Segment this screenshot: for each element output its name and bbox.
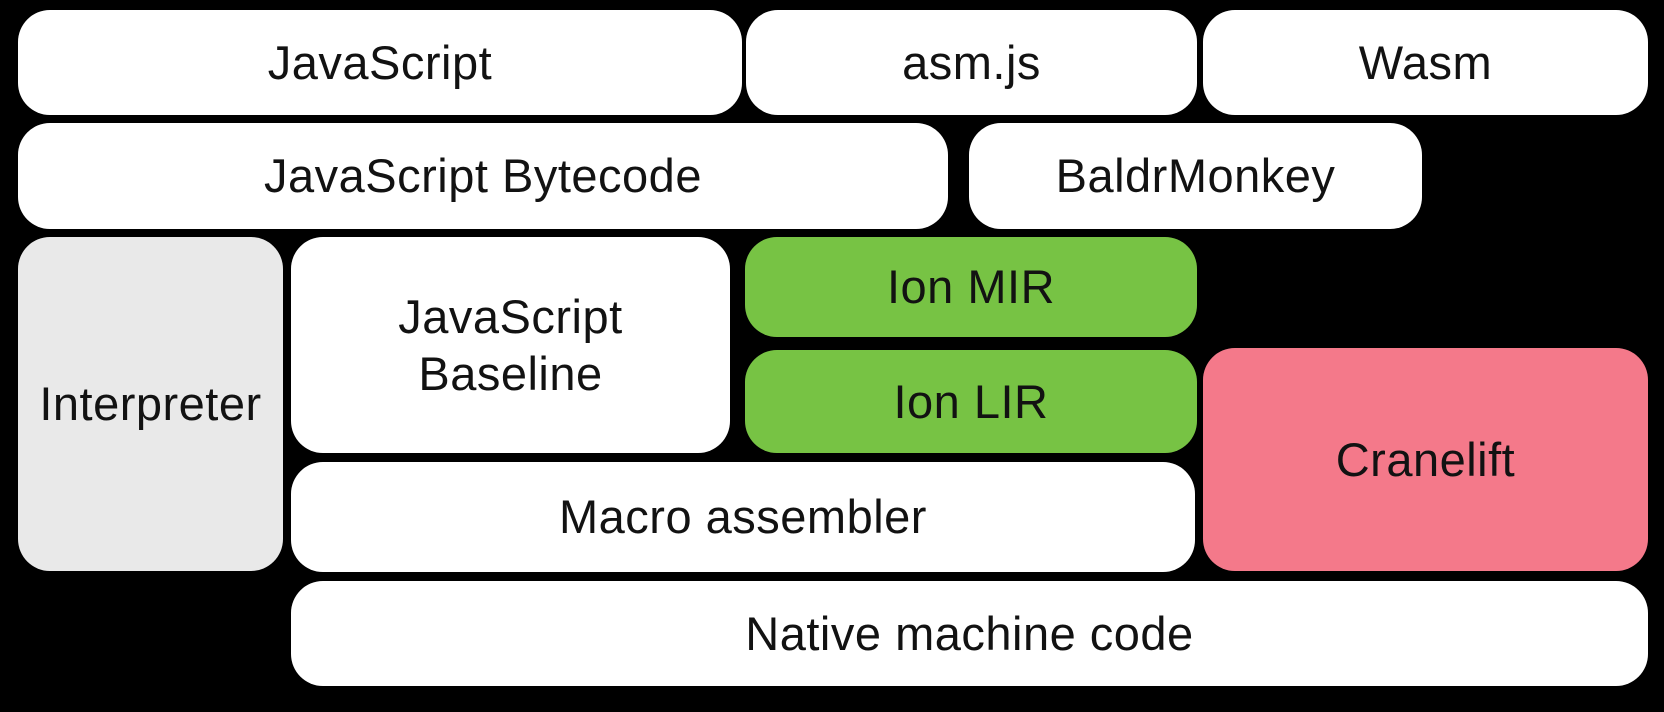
box-asmjs: asm.js: [746, 10, 1197, 115]
box-javascript-bytecode: JavaScript Bytecode: [18, 123, 948, 229]
box-wasm: Wasm: [1203, 10, 1648, 115]
box-interpreter: Interpreter: [18, 237, 283, 571]
box-ion-lir: Ion LIR: [745, 350, 1197, 453]
box-baldrmonkey-label: BaldrMonkey: [1055, 149, 1336, 203]
box-ion-lir-label: Ion LIR: [893, 374, 1049, 428]
box-ion-mir-label: Ion MIR: [886, 260, 1056, 314]
box-ion-mir: Ion MIR: [745, 237, 1197, 337]
box-macro-assembler-label: Macro assembler: [559, 490, 927, 544]
box-javascript-bytecode-label: JavaScript Bytecode: [264, 149, 702, 203]
box-baldrmonkey: BaldrMonkey: [969, 123, 1422, 229]
box-cranelift-label: Cranelift: [1335, 432, 1516, 486]
box-javascript-baseline-label: JavaScript Baseline: [398, 289, 623, 400]
box-asmjs-label: asm.js: [902, 35, 1041, 89]
box-wasm-label: Wasm: [1358, 35, 1493, 89]
box-interpreter-label: Interpreter: [39, 377, 262, 431]
box-javascript-baseline: JavaScript Baseline: [291, 237, 730, 453]
box-javascript-label: JavaScript: [267, 35, 493, 89]
box-javascript: JavaScript: [18, 10, 742, 115]
box-cranelift: Cranelift: [1203, 348, 1648, 571]
box-native-machine-code: Native machine code: [291, 581, 1648, 686]
box-native-machine-code-label: Native machine code: [745, 606, 1194, 660]
box-macro-assembler: Macro assembler: [291, 462, 1195, 572]
